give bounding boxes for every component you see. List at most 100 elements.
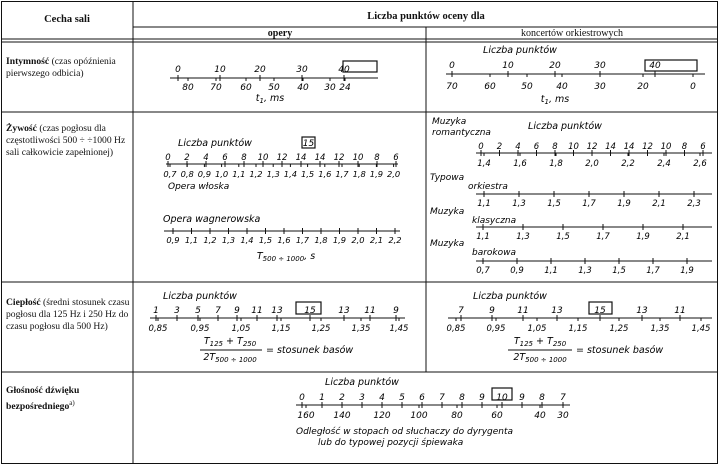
intymnosc-koncert-bottom-label: 30 <box>594 82 606 92</box>
intymnosc-koncert-bottom-label: 20 <box>637 82 649 92</box>
glosnosc-top-label: 1 <box>319 393 325 403</box>
zywosc-koncert-typ-label: 1,1 <box>477 199 491 209</box>
zywosc-opera-wagner-label: 1,9 <box>333 235 346 245</box>
zywosc-opera-wagner-label: 0,9 <box>166 235 179 245</box>
intymnosc-koncert-top-label: 10 <box>502 61 514 71</box>
zywosc-opera-wloska-name: Opera włoska <box>168 182 229 192</box>
glosnosc-caption-2: lub do typowej pozycji śpiewaka <box>318 437 463 448</box>
zywosc-koncert-top-label: 10 <box>568 142 579 152</box>
zywosc-koncert-points-label: Liczba punktów <box>528 121 602 132</box>
cieplosc-koncert-bottom-label: 1,25 <box>610 324 629 334</box>
zywosc-koncert-typ-name1: Typowa <box>430 173 464 183</box>
zywosc-opera-wloska-label: 0,9 <box>198 169 211 179</box>
zywosc-koncert-rom-name1: Muzyka <box>432 117 466 127</box>
glosnosc-top-label: 9 <box>479 393 485 403</box>
zywosc-koncert-top-label: 14 <box>605 142 616 152</box>
intymnosc-opera-unit: t1, ms <box>256 93 284 105</box>
glosnosc-bottom-label: 40 <box>534 411 546 421</box>
zywosc-koncert-typ-label: 1,7 <box>582 199 596 209</box>
intymnosc-opera-top-label: 0 <box>175 65 181 75</box>
glosnosc-top-label: 0 <box>299 393 305 403</box>
zywosc-opera-top-label: 4 <box>203 153 208 163</box>
zywosc-koncert-bar-label: 1,7 <box>646 266 660 276</box>
intymnosc-opera-bottom-label: 80 <box>182 83 194 93</box>
glosnosc-bottom-label: 160 <box>297 411 314 421</box>
cieplosc-opera-top-label: 1 <box>153 306 159 316</box>
glosnosc-bottom-label: 120 <box>373 411 390 421</box>
zywosc-opera-top-label: 12 <box>277 153 288 163</box>
zywosc-koncert-top-label: 12 <box>587 142 598 152</box>
glosnosc-bottom-label: 80 <box>451 411 463 421</box>
glosnosc-top-label: 3 <box>359 393 365 403</box>
glosnosc-bottom-label: 60 <box>491 411 503 421</box>
header-koncertow: koncertów orkiestrowych <box>521 28 623 39</box>
zywosc-koncert-klas-label: 1,9 <box>636 232 650 242</box>
glosnosc-top-label: 10 <box>496 393 508 403</box>
zywosc-koncert-klas-label: 1,7 <box>596 232 610 242</box>
zywosc-koncert-rom-label: 2,2 <box>621 159 635 169</box>
zywosc-koncert-klas-label: 1,3 <box>516 232 530 242</box>
cieplosc-opera-top-label: 13 <box>338 306 350 316</box>
zywosc-koncert-klas-label: 1,1 <box>476 232 490 242</box>
zywosc-opera-top-label: 2 <box>184 153 189 163</box>
zywosc-opera-wagner-name: Opera wagnerowska <box>163 214 261 225</box>
intymnosc-opera-bottom-label: 40 <box>297 83 309 93</box>
row-label-intymnosc: Intymność (czas opóźnienia pierwszego od… <box>6 56 116 80</box>
glosnosc-points-label: Liczba punktów <box>325 377 399 388</box>
zywosc-koncert-klas-label: 2,1 <box>676 232 690 242</box>
cieplosc-koncert-frac-num: T125 + T250 <box>514 336 567 348</box>
zywosc-opera-wagner-label: 2,1 <box>370 235 383 245</box>
intymnosc-koncert-top-label: 40 <box>649 61 661 71</box>
row-label-cieplosc: Ciepłość (średni stosunek czasu pogłosu … <box>6 297 130 333</box>
intymnosc-opera-bottom-label: 50 <box>268 83 280 93</box>
zywosc-koncert-top-label: 12 <box>642 142 653 152</box>
cieplosc-opera-bottom-label: 1,25 <box>312 324 331 334</box>
zywosc-opera-wagner-label: 1,6 <box>277 235 290 245</box>
cieplosc-koncert-bottom-label: 1,45 <box>692 324 711 334</box>
intymnosc-koncert-points-label: Liczba punktów <box>483 45 557 56</box>
zywosc-opera-wloska-label: 1,0 <box>215 169 228 179</box>
zywosc-koncert-typ-label: 2,1 <box>652 199 666 209</box>
zywosc-koncert-rom-label: 2,0 <box>585 159 599 169</box>
zywosc-koncert-bar-label: 1,3 <box>578 266 592 276</box>
zywosc-opera-wagner-label: 1,2 <box>203 235 216 245</box>
zywosc-opera-wagner-label: 1,7 <box>296 235 310 245</box>
intymnosc-opera-bottom-label: 24 <box>339 83 351 93</box>
zywosc-opera-boxed-value: 15 <box>303 139 315 149</box>
zywosc-koncert-top-label: 10 <box>661 142 672 152</box>
cieplosc-opera-bottom-label: 1,05 <box>232 324 251 334</box>
glosnosc-bottom-label: 140 <box>333 411 350 421</box>
cieplosc-opera-top-label: 13 <box>271 306 283 316</box>
cieplosc-opera-box <box>295 301 322 315</box>
cieplosc-koncert-top-label: 15 <box>594 306 606 316</box>
cieplosc-opera-top-label: 5 <box>195 306 201 316</box>
cieplosc-koncert-frac-rhs: = stosunek basów <box>576 345 663 356</box>
zywosc-koncert-typ-label: 1,5 <box>547 199 561 209</box>
glosnosc-top-label: 7 <box>560 393 566 403</box>
zywosc-opera-wagner-label: 1,8 <box>314 235 327 245</box>
intymnosc-opera-bottom-label: 30 <box>324 83 336 93</box>
zywosc-opera-wagner-label: 1,1 <box>185 235 198 245</box>
intymnosc-koncert-top-label: 30 <box>594 61 606 71</box>
zywosc-koncert-typ-name2: orkiestra <box>468 182 508 192</box>
zywosc-opera-wagner-label: 1,5 <box>259 235 272 245</box>
row-label-glosnosc: Głośność dźwięku bezpośredniegoa) <box>6 385 80 413</box>
zywosc-koncert-bar-label: 1,9 <box>680 266 694 276</box>
cieplosc-koncert-box <box>588 301 613 315</box>
cieplosc-koncert-bottom-label: 0,85 <box>447 324 466 334</box>
zywosc-koncert-top-label: 14 <box>624 142 635 152</box>
zywosc-opera-box <box>301 136 316 149</box>
cieplosc-opera-bottom-label: 1,45 <box>390 324 409 334</box>
intymnosc-opera-bottom-label: 60 <box>240 83 252 93</box>
glosnosc-bottom-label: 30 <box>557 411 569 421</box>
cieplosc-koncert-points-label: Liczba punktów <box>473 291 547 302</box>
zywosc-opera-wloska-label: 1,1 <box>232 169 245 179</box>
cieplosc-opera-top-label: 9 <box>234 306 240 316</box>
cieplosc-koncert-top-label: 11 <box>674 306 685 316</box>
zywosc-opera-points-label: Liczba punktów <box>178 138 252 149</box>
zywosc-opera-wloska-label: 1,6 <box>318 169 331 179</box>
zywosc-opera-wloska-label: 1,4 <box>284 169 297 179</box>
zywosc-koncert-bar-name1: Muzyka <box>430 239 464 249</box>
cieplosc-opera-frac-num: T125 + T250 <box>204 336 257 348</box>
